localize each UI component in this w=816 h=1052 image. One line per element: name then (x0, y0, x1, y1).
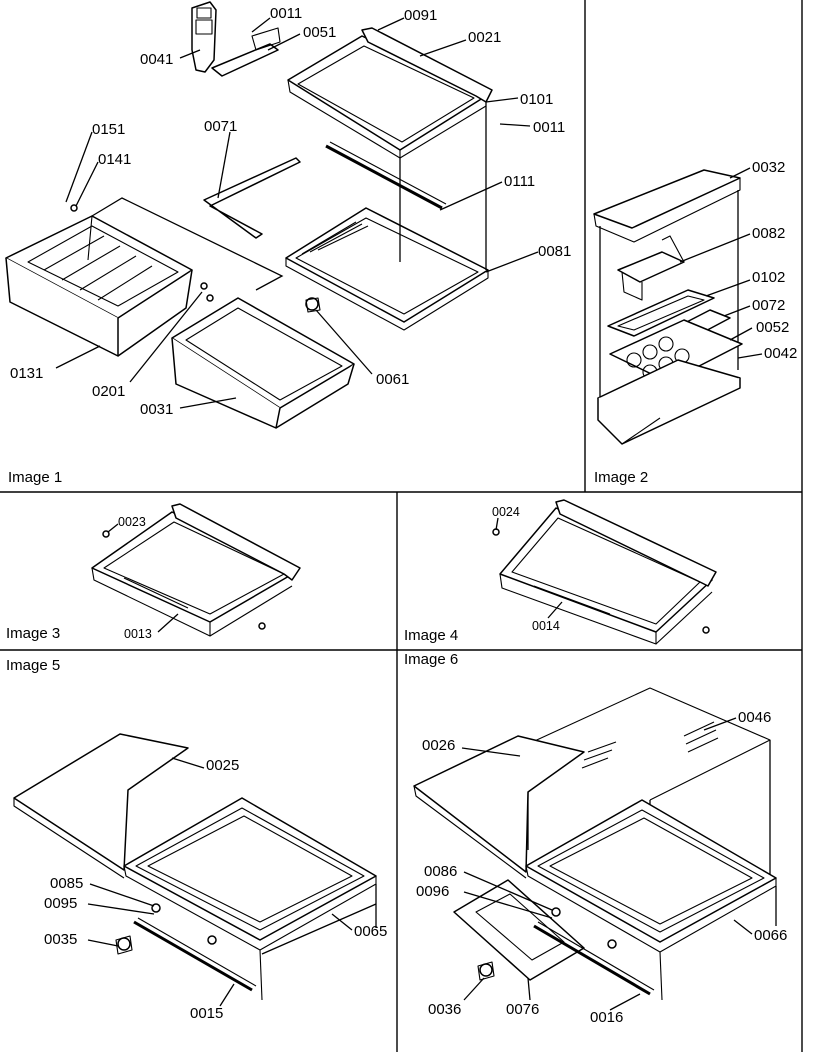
panel-caption: Image 1 (8, 469, 62, 486)
callout-label: 0065 (354, 923, 387, 940)
leader-lines (55, 17, 763, 1011)
callout-label: 0051 (303, 24, 336, 41)
callout-label: 0031 (140, 401, 173, 418)
callout-label: 0011 (533, 119, 565, 136)
callout-label: 0015 (190, 1005, 223, 1022)
panel-caption: Image 6 (404, 651, 458, 668)
panel-5-drawing (13, 733, 377, 1001)
panel-1-drawing (5, 1, 493, 429)
callout-label: 0095 (44, 895, 77, 912)
panel-captions: Image 1 Image 2 Image 3 Image 4 Image 5 … (6, 469, 648, 674)
panel-3-drawing (91, 503, 301, 637)
callout-label: 0085 (50, 875, 83, 892)
callout-label: 0091 (404, 7, 437, 24)
callout-label: 0026 (422, 737, 455, 754)
panel-4-callouts: 0024 0014 (492, 505, 560, 633)
callout-label: 0041 (140, 51, 173, 68)
callout-label: 0021 (468, 29, 501, 46)
panel-6-drawing (413, 687, 777, 1001)
callout-label: 0066 (754, 927, 787, 944)
callout-label: 0024 (492, 505, 520, 519)
panel-caption: Image 5 (6, 657, 60, 674)
callout-label: 0201 (92, 383, 125, 400)
callout-label: 0076 (506, 1001, 539, 1018)
callout-label: 0023 (118, 515, 146, 529)
callout-label: 0061 (376, 371, 409, 388)
panel-1-callouts: 0011 0051 0091 0021 0041 0101 0011 0151 … (10, 5, 571, 418)
callout-label: 0086 (424, 863, 457, 880)
callout-label: 0082 (752, 225, 785, 242)
panel-4-drawing (492, 499, 717, 645)
callout-label: 0141 (98, 151, 131, 168)
panel-2-callouts: 0032 0082 0102 0072 0052 0042 (752, 159, 797, 362)
callout-label: 0014 (532, 619, 560, 633)
callout-label: 0046 (738, 709, 771, 726)
panel-caption: Image 4 (404, 627, 458, 644)
callout-label: 0042 (764, 345, 797, 362)
callout-label: 0101 (520, 91, 553, 108)
callout-label: 0072 (752, 297, 785, 314)
callout-label: 0036 (428, 1001, 461, 1018)
panel-3-callouts: 0023 0013 (118, 515, 152, 641)
panel-6-callouts: 0026 0046 0086 0096 0066 0036 0076 0016 (416, 709, 787, 1026)
callout-label: 0035 (44, 931, 77, 948)
panel-caption: Image 2 (594, 469, 648, 486)
callout-label: 0151 (92, 121, 125, 138)
callout-label: 0071 (204, 118, 237, 135)
callout-label: 0025 (206, 757, 239, 774)
callout-label: 0111 (504, 173, 535, 190)
callout-label: 0052 (756, 319, 789, 336)
callout-label: 0032 (752, 159, 785, 176)
panel-caption: Image 3 (6, 625, 60, 642)
panel-5-callouts: 0025 0085 0095 0035 0065 0015 (44, 757, 387, 1022)
callout-label: 0016 (590, 1009, 623, 1026)
callout-label: 0081 (538, 243, 571, 260)
callout-label: 0096 (416, 883, 449, 900)
panel-2-drawing (593, 169, 743, 445)
callout-label: 0011 (270, 5, 302, 22)
callout-label: 0131 (10, 365, 43, 382)
callout-label: 0102 (752, 269, 785, 286)
callout-label: 0013 (124, 627, 152, 641)
